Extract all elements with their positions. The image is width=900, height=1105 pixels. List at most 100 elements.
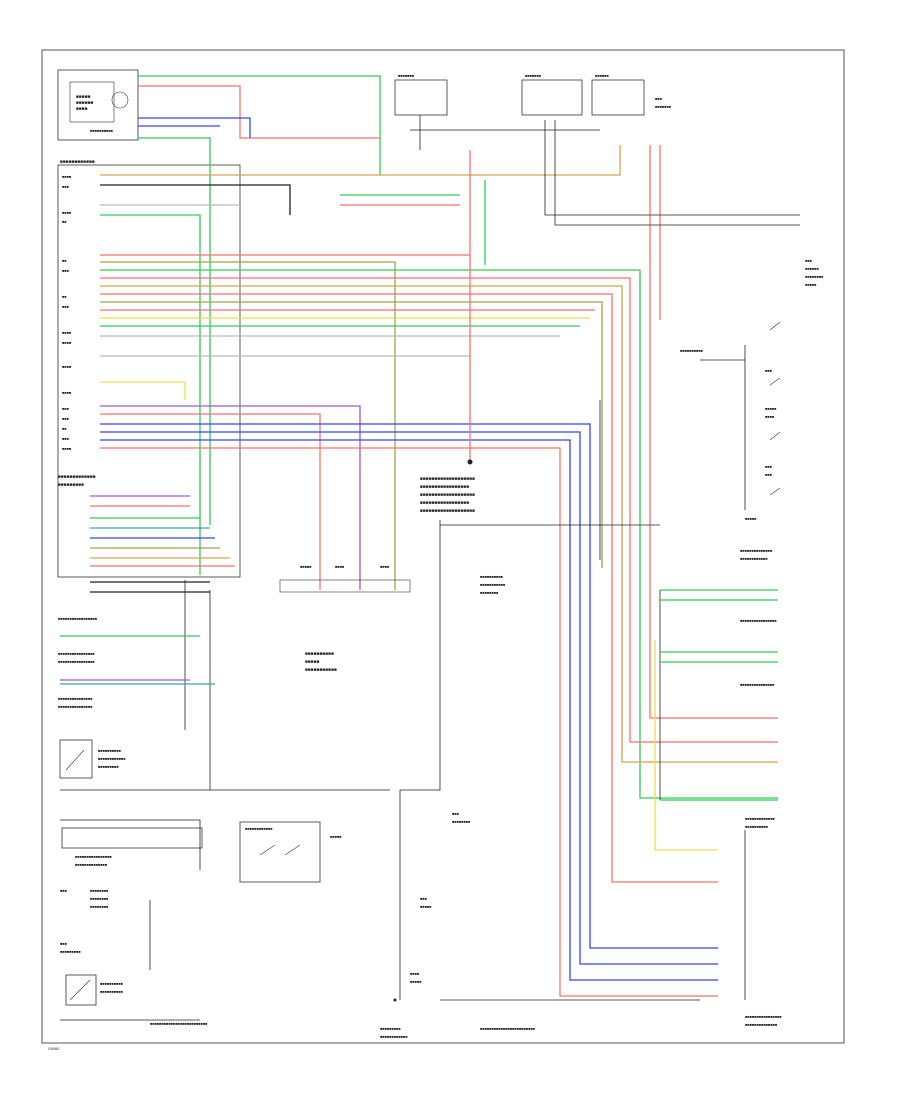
svg-text:■■■■■■■■■■■■■■■■: ■■■■■■■■■■■■■■■■ (58, 652, 95, 656)
wire-right-greens (660, 589, 778, 801)
svg-text:■■■■■■■■: ■■■■■■■■ (90, 905, 109, 909)
wire-red-lower (649, 320, 778, 719)
svg-text:■■■■■■■■■■■■■■■■■: ■■■■■■■■■■■■■■■■■ (58, 617, 98, 621)
svg-text:■■■■: ■■■■ (62, 331, 72, 335)
svg-text:■■: ■■ (62, 427, 67, 431)
stop-lamp-switch: ■■■■■■■■■■■■ ■■■■■ (239, 821, 342, 883)
svg-text:■■■■■■■■■■■■■■■■■■■: ■■■■■■■■■■■■■■■■■■■ (420, 477, 475, 482)
svg-text:■■■■■■■■■■■■■■■■■■■: ■■■■■■■■■■■■■■■■■■■ (420, 509, 475, 514)
wire-red-294 (100, 293, 718, 883)
svg-text:■■■■■■■■■: ■■■■■■■■■ (60, 950, 81, 954)
svg-text:■■: ■■ (62, 259, 67, 263)
svg-text:■■■■■■■■■: ■■■■■■■■■ (380, 1027, 401, 1031)
svg-text:■■■■■: ■■■■■ (305, 660, 320, 665)
cruise-main-switch: ■■■■■■■■■■ ■■■ ■■■■■ ■■■■ ■■■ ■■■ ■■■■■ (680, 321, 781, 521)
svg-text:■■■■■■■■■■: ■■■■■■■■■■ (90, 129, 114, 133)
svg-text:■■■■■■■■■■: ■■■■■■■■■■ (305, 652, 334, 657)
svg-text:■■■: ■■■ (805, 259, 813, 263)
engine-control-module: ■■■■■■■■■■ ■■■■■ ■■■■■■■■■■■ ■■■■■ ■■■■ … (279, 565, 411, 673)
svg-text:■■■■■■■■: ■■■■■■■■ (805, 275, 824, 279)
wire-top-blue (138, 117, 251, 138)
cruise-control-connector: ■■■■■■■■■■■■■ ■■■■■■■■■ ■■■■■■■■■■■■■■■■… (58, 475, 235, 709)
svg-text:■■■■■: ■■■■■ (330, 835, 342, 839)
svg-text:■■■■: ■■■■ (62, 175, 72, 179)
svg-text:■■■■■■■■■■■■■■■: ■■■■■■■■■■■■■■■ (58, 697, 93, 701)
wire-yellow-right (654, 640, 718, 851)
svg-text:■■■■: ■■■■ (76, 107, 88, 112)
svg-text:■■■■■■■■■■■: ■■■■■■■■■■■ (480, 583, 506, 587)
wire-red-414 (100, 413, 321, 590)
svg-text:■■■: ■■■ (765, 473, 773, 477)
right-module-labels: ■■■ ■■■■■■ ■■■■■■■■ ■■■■■ ■■■■■■■■■■■■■■… (740, 259, 824, 1027)
svg-text:■■■■: ■■■■ (62, 391, 72, 395)
wire-bundle-main (100, 75, 778, 997)
wire-green-270 (100, 269, 778, 799)
svg-text:■■■■■■■■: ■■■■■■■■ (90, 897, 109, 901)
wire-red-448 (100, 447, 718, 997)
svg-text:■■■: ■■■ (62, 185, 70, 189)
svg-text:■■■: ■■■ (62, 269, 70, 273)
svg-text:■■■■■■: ■■■■■■ (595, 74, 609, 78)
svg-text:■■■■■■■■■■: ■■■■■■■■■■ (98, 749, 122, 753)
svg-text:■■■■■■■■■■■■■: ■■■■■■■■■■■■■ (745, 817, 776, 821)
svg-text:■■■■■■■■■■■■: ■■■■■■■■■■■■ (60, 160, 95, 165)
wire-olive-262 (100, 261, 396, 590)
speed-sensor-block: ■■■■■ ■■■■■■ ■■■■ ■■■■■■■■■■ (57, 69, 139, 141)
svg-text:■■■■■■■■■■: ■■■■■■■■■■ (480, 575, 504, 579)
svg-text:■■■■■■■■■■■■: ■■■■■■■■■■■■ (98, 757, 126, 761)
svg-text:■■■: ■■■ (60, 942, 68, 946)
svg-text:■■■■■■■■■■■■■■■■: ■■■■■■■■■■■■■■■■ (75, 855, 112, 859)
svg-text:■■■■■■: ■■■■■■ (805, 267, 819, 271)
svg-text:■■■: ■■■ (60, 889, 68, 893)
svg-text:■■■■■■■■■■■: ■■■■■■■■■■■ (305, 668, 337, 673)
fuse-block-top: ■■■■■■■ ■■■■■■■ ■■■■■■ ■■■ ■■■■■■■ (394, 74, 672, 116)
svg-text:■■■■: ■■■■ (62, 211, 72, 215)
svg-text:■■■■■■■■■: ■■■■■■■■■ (58, 483, 84, 488)
svg-text:■■■: ■■■ (62, 305, 70, 309)
wire-middle-verticals (340, 145, 778, 851)
svg-text:■■■■■■■■■■■■■■■■■■■■■■■■■: ■■■■■■■■■■■■■■■■■■■■■■■■■ (150, 1022, 208, 1026)
svg-text:■■■■■■■■■■■■: ■■■■■■■■■■■■ (380, 1035, 408, 1039)
svg-text:■■■: ■■■ (655, 97, 663, 101)
wire-top-green2 (138, 137, 211, 525)
svg-text:■■■■■: ■■■■■ (410, 980, 422, 984)
wire-top-red (138, 85, 380, 139)
svg-text:■■: ■■ (62, 220, 67, 224)
wire-yellow-382 (100, 381, 186, 400)
svg-text:■■■■■■■■■: ■■■■■■■■■ (98, 765, 119, 769)
ground-section: ■■■ ■■■■■■■■ ■■■■■■■■ ■■■■■■■■ ■■■ ■■■■■… (60, 889, 208, 1026)
svg-text:■■■■■: ■■■■■ (765, 407, 777, 411)
svg-text:■■■■■■■■: ■■■■■■■■ (452, 820, 471, 824)
svg-text:■■■: ■■■ (420, 897, 428, 901)
wire-orange-286 (100, 285, 778, 763)
svg-text:■■■■■: ■■■■■ (745, 517, 757, 521)
svg-text:■■■■■■■■■■■■■■■■: ■■■■■■■■■■■■■■■■ (745, 1015, 782, 1019)
wire-top-green (138, 75, 381, 175)
svg-text:■■■■■■■■■■■■: ■■■■■■■■■■■■ (245, 827, 273, 831)
wire-black-lines (60, 115, 800, 1021)
wire-green-215 (100, 214, 201, 575)
wire-blue-424 (100, 423, 718, 949)
svg-text:■■■: ■■■ (765, 465, 773, 469)
svg-text:■■■■■■■■■■■■■■■■: ■■■■■■■■■■■■■■■■ (58, 660, 95, 664)
ecm-pins: ■■■■■ ■■■■ ■■■■ (279, 565, 411, 593)
svg-text:■■■■■■■■■■■■■■: ■■■■■■■■■■■■■■ (740, 549, 773, 553)
svg-text:■■■■■■■■■■■■: ■■■■■■■■■■■■ (740, 557, 768, 561)
svg-text:■■■■■■■■■■■■■■: ■■■■■■■■■■■■■■ (745, 1023, 778, 1027)
svg-text:■■■■: ■■■■ (765, 415, 775, 419)
svg-text:■■■■■■■■■■■■■■■■■: ■■■■■■■■■■■■■■■■■ (420, 501, 469, 506)
svg-text:■■■■■■■■■■: ■■■■■■■■■■ (100, 990, 124, 994)
transmission-control-block: ■■■■■■■■■■■■■■■■■■■ ■■■■■■■■■■■■■■■■■ ■■… (420, 459, 506, 595)
corner-code: G0060 (48, 1047, 59, 1051)
svg-text:■■■■■■■■: ■■■■■■■■ (90, 889, 109, 893)
wire-olive-302 (100, 301, 603, 568)
wire-black-185 (100, 184, 291, 215)
diagram-frame (41, 49, 845, 1044)
svg-text:■■■■: ■■■■ (62, 365, 72, 369)
wire-blue-432 (100, 431, 718, 965)
svg-text:■■■■■■■■■■■■■■■: ■■■■■■■■■■■■■■■ (58, 705, 93, 709)
svg-text:■■■■■: ■■■■■ (300, 565, 312, 569)
svg-text:■■■■■■■■■■■■■■■■■■■■■■■■: ■■■■■■■■■■■■■■■■■■■■■■■■ (480, 1027, 536, 1031)
wire-blue-440 (100, 439, 718, 981)
